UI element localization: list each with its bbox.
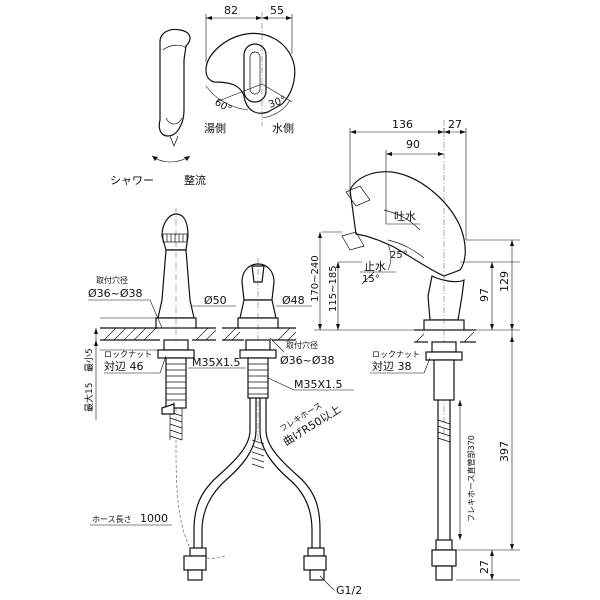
thread-label: M35X1.5 (192, 356, 241, 369)
flex-hose-straight-label: フレキホース直管部370 (466, 435, 476, 522)
dim-27-bottom-label: 27 (478, 560, 491, 574)
side-locknut-label: ロックナット (372, 350, 420, 359)
dim-27-top-label: 27 (448, 118, 462, 131)
dim-90-label: 90 (406, 138, 420, 151)
dia-50-label: Ø50 (204, 294, 227, 307)
mount-hole-label: 取付穴径 (96, 275, 128, 285)
stop-label: 止水 (364, 260, 386, 273)
dim-170-240-label: 170~240 (310, 255, 321, 302)
hot-side-label: 湯側 (204, 122, 226, 135)
side-locknut-size: 対辺 38 (372, 359, 412, 373)
spout-label: 吐水 (394, 210, 416, 223)
angle-25-label: 25° (390, 250, 408, 261)
rear-thread-label: M35X1.5 (294, 378, 343, 391)
cold-side-label: 水側 (272, 122, 294, 135)
spout-mode: シャワー 整流 (110, 155, 206, 187)
connection-label: G1/2 (336, 584, 362, 597)
hose-length-label: ホース長さ (92, 515, 132, 524)
straight-mode-label: 整流 (184, 173, 206, 187)
rear-mount-hole-value: Ø36~Ø38 (280, 354, 335, 367)
mount-hole-value: Ø36~Ø38 (88, 287, 143, 300)
dia-48-label: Ø48 (282, 294, 305, 307)
dim-82-label: 82 (224, 4, 238, 17)
min-thickness-label: 最小5 (84, 348, 95, 372)
dim-97-label: 97 (478, 288, 491, 302)
top-view: 82 55 60° 30° 湯側 水側 (158, 4, 296, 147)
front-view: 取付穴径 Ø36~Ø38 Ø50 ロックナット 対辺 46 M35X1.5 最大… (83, 208, 246, 559)
locknut-size: 対辺 46 (104, 359, 144, 373)
dim-129-label: 129 (498, 271, 511, 292)
dim-55-label: 55 (270, 4, 284, 17)
side-view: 136 27 90 吐水 止水 25° 15° 170~240 115~185 (310, 118, 520, 581)
hose-length-value: 1000 (140, 512, 168, 525)
dim-136-label: 136 (392, 118, 413, 131)
angle-15-label: 15° (362, 274, 380, 285)
locknut-label: ロックナット (104, 350, 152, 359)
rear-mount-hole-label: 取付穴径 (286, 340, 318, 350)
dim-115-185-label: 115~185 (328, 265, 339, 312)
angle-60-label: 60° (213, 97, 234, 115)
max-thickness-label: 最大15 (83, 383, 95, 412)
dim-397-label: 397 (498, 441, 511, 462)
shower-mode-label: シャワー (110, 174, 154, 187)
